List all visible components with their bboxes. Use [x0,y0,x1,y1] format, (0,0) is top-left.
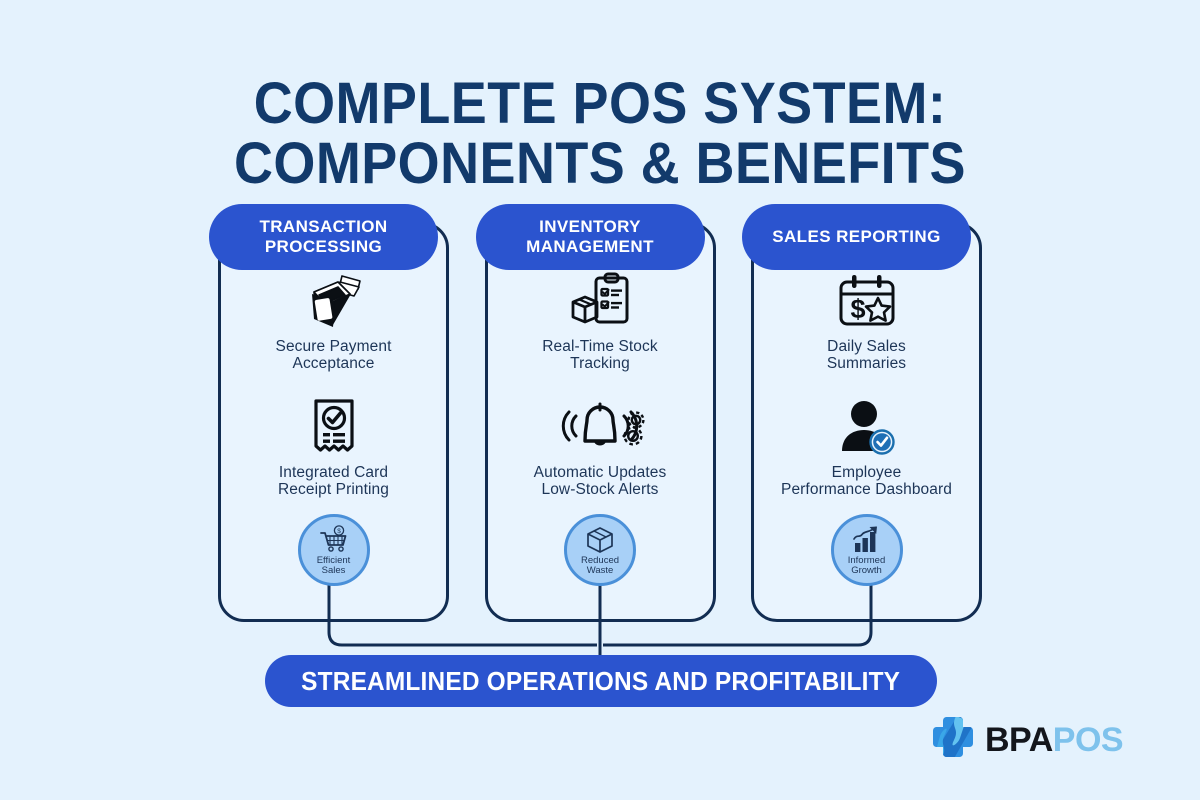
feature-label: Automatic Updates Low-Stock Alerts [533,464,667,498]
title-line-1: COMPLETE POS SYSTEM: [253,71,947,136]
summary-banner[interactable]: STREAMLINED OPERATIONS AND PROFITABILITY [265,655,937,707]
column-sales-reporting[interactable]: SALES REPORTING $ Daily Sales Summaries [742,204,982,622]
brand-name-bpa: BPA [985,720,1053,759]
feature-label: Daily Sales Summaries [826,338,907,372]
benefit-badge[interactable]: Informed Growth [830,514,903,586]
shopping-cart-dollar-icon: $ [319,524,349,554]
calendar-dollar-star-icon: $ [834,270,900,332]
feature-label: Employee Performance Dashboard [781,464,952,498]
bell-gears-icon [554,396,646,458]
columns-container: TRANSACTION PROCESSING [209,204,982,622]
feature-item: Integrated Card Receipt Printing [218,396,449,498]
summary-banner-label: STREAMLINED OPERATIONS AND PROFITABILITY [301,665,901,696]
column-header-pill[interactable]: INVENTORY MANAGEMENT [475,204,705,270]
feature-label: Secure Payment Acceptance [275,338,392,372]
benefit-label: Reduced Waste [580,555,620,576]
column-content: Secure Payment Acceptance Integrated Car… [218,270,449,622]
svg-text:$: $ [337,528,341,535]
feature-item: $ Daily Sales Summaries [751,270,982,372]
employee-check-icon [834,396,900,458]
clipboard-box-icon [568,270,632,332]
receipt-check-icon [311,396,357,458]
benefit-badge[interactable]: $ Efficient Sales [297,514,370,586]
brand-name-pos: POS [1052,720,1124,759]
benefit-label: Efficient Sales [316,555,351,576]
growth-bar-chart-icon [851,524,883,554]
blue-cross-bolt-logo-icon [930,714,976,765]
column-header-pill[interactable]: SALES REPORTING [742,204,971,270]
benefit-label: Informed Growth [847,555,886,576]
benefit-badge[interactable]: Reduced Waste [564,514,636,586]
feature-label: Real-Time Stock Tracking [542,338,658,372]
title-line-2: COMPONENTS & BENEFITS [233,131,966,196]
feature-label: Integrated Card Receipt Printing [277,464,389,498]
column-content: $ Daily Sales Summaries Employe [751,270,982,622]
feature-item: Secure Payment Acceptance [218,270,449,372]
feature-item: Automatic Updates Low-Stock Alerts [485,396,716,498]
card-terminal-icon [302,270,366,332]
column-header-pill[interactable]: TRANSACTION PROCESSING [209,204,438,270]
svg-text:$: $ [850,294,865,324]
brand-logo-text: BPAPOS [985,720,1124,759]
package-box-icon [585,524,615,554]
column-content: Real-Time Stock Tracking [485,270,716,622]
feature-item: Employee Performance Dashboard [751,396,982,498]
brand-logo[interactable]: BPAPOS [930,714,1124,765]
column-transaction-processing[interactable]: TRANSACTION PROCESSING [209,204,449,622]
page-title: COMPLETE POS SYSTEM: COMPONENTS & BENEFI… [0,74,1200,194]
column-inventory-management[interactable]: INVENTORY MANAGEMENT [475,204,716,622]
feature-item: Real-Time Stock Tracking [485,270,716,372]
